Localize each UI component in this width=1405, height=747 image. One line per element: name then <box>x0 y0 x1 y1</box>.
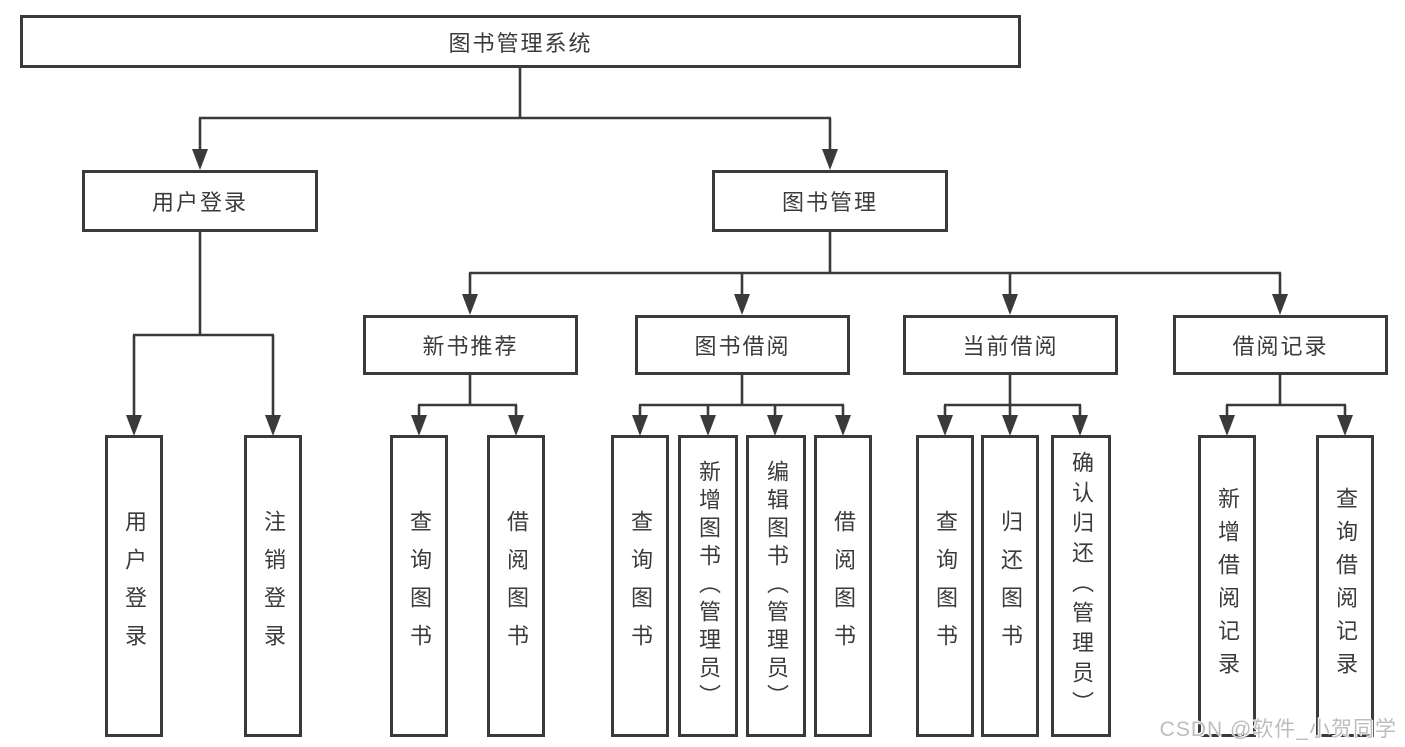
connector-user-login-to-leaves <box>126 232 281 436</box>
node-book-management-label: 图书管理 <box>781 190 878 215</box>
node-book-borrow: 图书借阅 <box>635 315 850 375</box>
leaf-current-return-books: 归还图书 <box>981 435 1039 737</box>
connector-borrow-records-to-leaves <box>1219 375 1353 436</box>
leaf-user-login-label: 用户登录 <box>122 510 147 662</box>
leaf-borrow-edit-books-admin-label: 编辑图书（管理员） <box>764 460 789 712</box>
leaf-current-return-books-label: 归还图书 <box>998 510 1023 662</box>
leaf-borrow-edit-books-admin: 编辑图书（管理员） <box>746 435 806 737</box>
arrowhead <box>265 415 281 436</box>
leaf-borrow-add-books-admin-label: 新增图书（管理员） <box>696 460 721 712</box>
node-root-label: 图书管理系统 <box>448 30 593 56</box>
node-user-login: 用户登录 <box>82 170 318 232</box>
leaf-newbook-borrow-books: 借阅图书 <box>487 435 545 737</box>
arrowhead <box>835 415 851 436</box>
arrowhead <box>734 294 750 315</box>
node-user-login-label: 用户登录 <box>151 190 248 215</box>
node-book-management: 图书管理 <box>712 170 948 232</box>
node-new-book-recommend: 新书推荐 <box>363 315 578 375</box>
leaf-current-confirm-return-admin: 确认归还（管理员） <box>1051 435 1111 737</box>
leaf-borrow-borrow-books: 借阅图书 <box>814 435 872 737</box>
leaf-current-query-books-label: 查询图书 <box>933 510 958 662</box>
arrowhead <box>1002 294 1018 315</box>
leaf-newbook-borrow-books-label: 借阅图书 <box>504 510 529 662</box>
connector-book-management-to-level3 <box>462 232 1288 315</box>
leaf-borrow-borrow-books-label: 借阅图书 <box>831 510 856 662</box>
arrowhead <box>700 415 716 436</box>
arrowhead <box>632 415 648 436</box>
arrowhead <box>462 294 478 315</box>
arrowhead <box>1219 415 1235 436</box>
leaf-records-query-record: 查询借阅记录 <box>1316 435 1374 737</box>
node-new-book-recommend-label: 新书推荐 <box>422 334 519 359</box>
arrowhead <box>1272 294 1288 315</box>
arrowhead <box>767 415 783 436</box>
arrowhead <box>1072 415 1088 436</box>
leaf-current-confirm-return-admin-label: 确认归还（管理员） <box>1069 451 1094 721</box>
connector-book-borrow-to-leaves <box>632 375 851 436</box>
node-borrow-records-label: 借阅记录 <box>1232 334 1329 359</box>
connector-root-to-level2 <box>192 68 838 170</box>
node-current-borrow-label: 当前借阅 <box>962 334 1059 359</box>
arrowhead <box>937 415 953 436</box>
watermark: CSDN @软件_小贺同学 <box>1159 718 1397 741</box>
node-borrow-records: 借阅记录 <box>1173 315 1388 375</box>
leaf-borrow-query-books: 查询图书 <box>611 435 669 737</box>
arrowhead <box>1002 415 1018 436</box>
leaf-borrow-query-books-label: 查询图书 <box>628 510 653 662</box>
leaf-newbook-query-books-label: 查询图书 <box>407 510 432 662</box>
arrowhead <box>126 415 142 436</box>
node-root: 图书管理系统 <box>20 15 1021 68</box>
arrowhead <box>411 415 427 436</box>
leaf-logout-label: 注销登录 <box>261 510 286 662</box>
leaf-logout: 注销登录 <box>244 435 302 737</box>
leaf-records-add-record-label: 新增借阅记录 <box>1215 487 1240 685</box>
leaf-current-query-books: 查询图书 <box>916 435 974 737</box>
arrowhead <box>1337 415 1353 436</box>
leaf-records-query-record-label: 查询借阅记录 <box>1333 487 1358 685</box>
connector-current-borrow-to-leaves <box>937 375 1088 436</box>
leaf-user-login: 用户登录 <box>105 435 163 737</box>
leaf-records-add-record: 新增借阅记录 <box>1198 435 1256 737</box>
connector-new-book-to-leaves <box>411 375 524 436</box>
leaf-borrow-add-books-admin: 新增图书（管理员） <box>678 435 738 737</box>
node-book-borrow-label: 图书借阅 <box>694 334 791 359</box>
arrowhead <box>508 415 524 436</box>
leaf-newbook-query-books: 查询图书 <box>390 435 448 737</box>
arrowhead <box>192 149 208 170</box>
node-current-borrow: 当前借阅 <box>903 315 1118 375</box>
arrowhead <box>822 149 838 170</box>
